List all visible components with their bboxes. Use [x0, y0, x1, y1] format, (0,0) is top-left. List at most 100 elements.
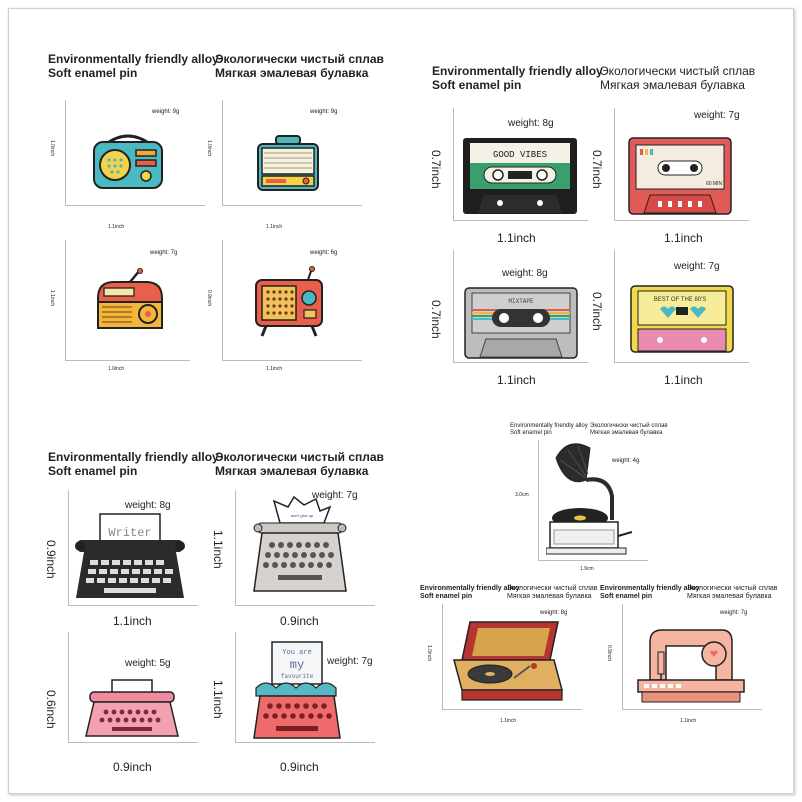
width-label: 1.1inch	[500, 718, 517, 724]
weight-label: weight: 7g	[720, 610, 748, 616]
typewriter-pin-3	[85, 679, 179, 737]
image-frame	[8, 8, 794, 794]
typewriter-paper: don't give up	[291, 513, 314, 518]
weight-label: weight: 7g	[327, 656, 373, 667]
header-en-line1: Environmentally friendly alloy	[510, 423, 588, 429]
height-label: 1.1inch	[211, 530, 225, 569]
gramophone-pin	[546, 443, 633, 555]
height-label: 1.1inch	[211, 680, 225, 719]
cassette-pin-4: BEST OF THE 80'S	[630, 285, 734, 353]
weight-label: weight: 7g	[694, 110, 740, 121]
cassette-label: MIXTAPE	[508, 298, 534, 305]
typewriter-paper-line1: You are	[282, 649, 311, 657]
weight-label: weight: 8g	[508, 118, 554, 129]
weight-label: weight: 4g	[612, 458, 640, 464]
header-ru: Экологически чистый сплав Мягкая эмалева…	[215, 450, 384, 478]
weight-label: weight: 7g	[674, 261, 720, 272]
height-label: 1.0inch	[206, 140, 212, 157]
header-en: Environmentally friendly alloy Soft enam…	[420, 585, 520, 601]
height-label: 0.7inch	[429, 300, 443, 339]
header-en-line2: Soft enamel pin	[510, 430, 552, 436]
header-en-line2: Soft enamel pin	[432, 78, 522, 92]
weight-label: weight: 7g	[312, 490, 358, 501]
radio-pin-2	[257, 135, 319, 191]
header-ru-line1: Экологически чистый сплав	[215, 450, 384, 464]
cassette-label: 60 MIN	[706, 181, 723, 187]
height-label: 0.9inch	[606, 645, 612, 662]
header-en-line1: Environmentally friendly alloy	[48, 450, 219, 464]
header-ru-line1: Экологически чистый сплав	[507, 585, 598, 592]
typewriter-paper-line2: my	[290, 658, 304, 672]
height-label: 0.7inch	[590, 292, 604, 331]
header-en: Environmentally friendly alloy Soft enam…	[600, 585, 700, 601]
header-ru-line2: Мягкая эмалевая булавка	[215, 464, 369, 478]
weight-label: weight: 8g	[125, 500, 171, 511]
width-label: 1.1inch	[266, 224, 283, 230]
width-label: 0.9inch	[280, 614, 319, 628]
header-en-line2: Soft enamel pin	[600, 593, 653, 600]
width-label: 1.9cm	[580, 566, 594, 572]
header-en-line1: Environmentally friendly alloy	[432, 64, 603, 78]
weight-label: weight: 6g	[310, 250, 338, 256]
header-en: Environmentally friendly alloy Soft enam…	[48, 52, 219, 80]
header-en: Environmentally friendly alloy Soft enam…	[432, 64, 603, 92]
height-label: 1.0inch	[426, 645, 432, 662]
header-ru-line1: Экологически чистый сплав	[600, 64, 756, 78]
width-label: 0.9inch	[113, 760, 152, 774]
header-ru-line1: Экологически чистый сплав	[590, 423, 668, 429]
weight-label: weight: 8g	[502, 268, 548, 279]
cassette-pin-3: MIXTAPE	[464, 287, 578, 359]
weight-label: weight: 9g	[152, 109, 180, 115]
header-ru: Экологически чистый сплав Мягкая эмалева…	[590, 423, 668, 437]
header-ru-line2: Мягкая эмалевая булавка	[687, 593, 772, 600]
header-ru-line2: Мягкая эмалевая булавка	[590, 430, 663, 436]
width-label: 1.1inch	[497, 231, 536, 245]
typewriter-paper: Writer	[108, 526, 151, 540]
header-en-line2: Soft enamel pin	[48, 66, 138, 80]
radio-pin-1	[93, 134, 163, 189]
header-ru: Экологически чистый сплав Мягкая эмалева…	[687, 585, 778, 601]
header-ru: Экологически чистый сплав Мягкая эмалева…	[215, 52, 384, 80]
cassette-pin-1: GOOD VIBES	[463, 138, 577, 214]
header-en-line2: Soft enamel pin	[420, 593, 473, 600]
header-ru-line2: Мягкая эмалевая булавка	[507, 593, 592, 600]
width-label: 1.1inch	[664, 373, 703, 387]
radio-pin-4	[255, 266, 323, 337]
height-label: 0.9inch	[206, 290, 212, 307]
height-label: 3.0cm	[515, 492, 529, 498]
width-label: 1.1inch	[266, 366, 283, 372]
header-ru-line2: Мягкая эмалевая булавка	[600, 78, 745, 92]
weight-label: weight: 9g	[310, 109, 338, 115]
header-en-line1: Environmentally friendly alloy	[420, 585, 520, 592]
cassette-label: GOOD VIBES	[493, 150, 547, 160]
cassette-label: BEST OF THE 80'S	[654, 297, 707, 303]
width-label: 1.1inch	[680, 718, 697, 724]
cassette-pin-2: 60 MIN	[628, 137, 732, 215]
header-en-line2: Soft enamel pin	[48, 464, 138, 478]
weight-label: weight: 8g	[540, 610, 568, 616]
sewing-machine-pin	[637, 629, 745, 703]
height-label: 0.7inch	[429, 150, 443, 189]
height-label: 0.6inch	[44, 690, 58, 729]
header-en-line1: Environmentally friendly alloy	[600, 585, 700, 592]
header-ru-line2: Мягкая эмалевая булавка	[215, 66, 369, 80]
width-label: 1.0inch	[108, 366, 125, 372]
header-en: Environmentally friendly alloy Soft enam…	[510, 423, 588, 437]
width-label: 0.9inch	[280, 760, 319, 774]
weight-label: weight: 7g	[150, 250, 178, 256]
header-ru-line1: Экологически чистый сплав	[215, 52, 384, 66]
typewriter-pin-4: You are my favourite	[253, 641, 341, 739]
typewriter-pin-2: don't give up	[253, 495, 347, 592]
header-en: Environmentally friendly alloy Soft enam…	[48, 450, 219, 478]
typewriter-pin-1: Writer	[75, 513, 185, 598]
typewriter-paper-line3: favourite	[281, 673, 314, 680]
header-ru: Экологически чистый сплав Мягкая эмалева…	[600, 64, 755, 92]
width-label: 1.1inch	[108, 224, 125, 230]
header-ru: Экологически чистый сплав Мягкая эмалева…	[507, 585, 598, 601]
height-label: 1.0inch	[49, 140, 55, 157]
height-label: 0.9inch	[44, 540, 58, 579]
radio-pin-3	[97, 268, 163, 329]
header-en-line1: Environmentally friendly alloy	[48, 52, 219, 66]
record-player-pin	[453, 621, 563, 701]
height-label: 0.7inch	[590, 150, 604, 189]
